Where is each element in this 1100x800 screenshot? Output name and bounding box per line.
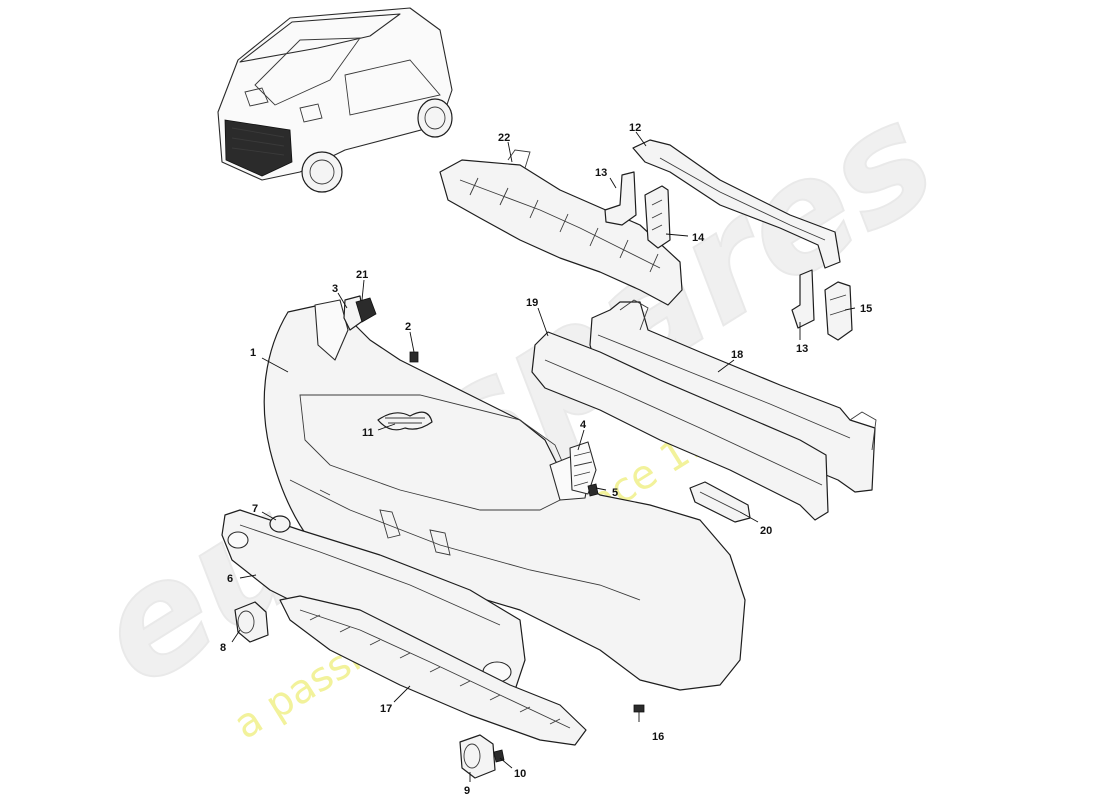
- part-21-clip: [355, 297, 377, 323]
- part-6-lower-valance: [221, 509, 526, 696]
- part-16-bolt: [633, 704, 645, 722]
- callout-13a: 13: [595, 167, 607, 179]
- callout-3: 3: [332, 283, 338, 295]
- part-13-bracket-upper: [604, 171, 637, 226]
- callout-labels: 1 2 3 4 5 6 7 8 9 10 11 12 13 13 14 15 1…: [220, 122, 872, 797]
- part-9-fog-lamp: [459, 734, 496, 779]
- callout-18: 18: [731, 349, 743, 361]
- callout-10: 10: [514, 768, 526, 780]
- part-22-absorber: [439, 149, 683, 306]
- part-15-bracket: [824, 281, 853, 341]
- part-2-clip: [409, 351, 419, 363]
- callout-4: 4: [580, 419, 587, 431]
- part-13-bracket-lower: [791, 269, 815, 329]
- part-14-bracket: [644, 185, 671, 249]
- part-20-bracket: [689, 481, 751, 523]
- callout-12: 12: [629, 122, 641, 134]
- callout-1: 1: [250, 347, 256, 359]
- callout-7: 7: [252, 503, 258, 515]
- callout-19: 19: [526, 297, 538, 309]
- part-8-fog-lamp: [234, 601, 269, 643]
- part-7-cap: [269, 515, 291, 533]
- callout-14: 14: [692, 232, 705, 244]
- callout-13b: 13: [796, 343, 808, 355]
- callout-leaders: [231, 131, 856, 782]
- part-12-upper-bar: [632, 139, 841, 269]
- callout-21: 21: [356, 269, 368, 281]
- callout-6: 6: [227, 573, 233, 585]
- part-5-clip: [587, 483, 599, 497]
- callout-2: 2: [405, 321, 411, 333]
- callout-8: 8: [220, 642, 226, 654]
- callout-20: 20: [760, 525, 772, 537]
- callout-22: 22: [498, 132, 510, 144]
- callout-9: 9: [464, 785, 470, 797]
- callout-15: 15: [860, 303, 872, 315]
- callout-5: 5: [612, 487, 618, 499]
- part-17-lower-grille: [279, 595, 587, 746]
- part-4-grille-insert: [569, 441, 597, 495]
- callout-11: 11: [362, 427, 374, 439]
- part-19-lower-beam: [531, 331, 829, 521]
- callout-17: 17: [380, 703, 392, 715]
- callout-16: 16: [652, 731, 664, 743]
- vehicle-thumbnail: [217, 7, 453, 193]
